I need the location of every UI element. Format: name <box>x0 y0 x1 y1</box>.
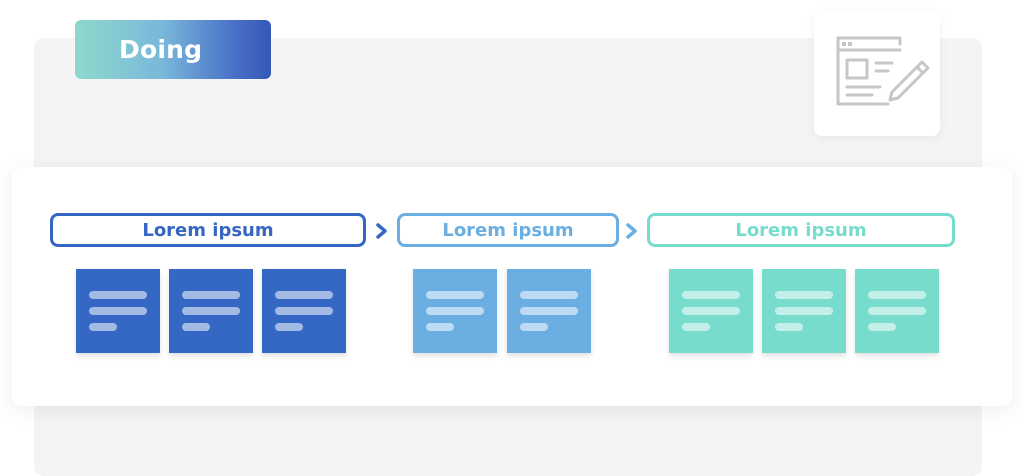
text-line <box>682 291 740 299</box>
text-line <box>520 291 578 299</box>
stage-label-2: Lorem ipsum <box>397 213 619 247</box>
chevron-right-icon <box>626 223 637 239</box>
task-card <box>262 269 346 353</box>
text-line <box>275 323 303 331</box>
text-line <box>89 291 147 299</box>
doing-badge-label: Doing <box>119 35 203 64</box>
stage-label-2-text: Lorem ipsum <box>442 219 574 241</box>
text-line <box>426 307 484 315</box>
task-card <box>76 269 160 353</box>
stage-label-1: Lorem ipsum <box>50 213 366 247</box>
doing-badge: Doing <box>75 20 271 79</box>
task-card <box>855 269 939 353</box>
edit-document-icon <box>836 36 930 106</box>
chevron-right-icon <box>376 223 387 239</box>
task-card <box>413 269 497 353</box>
text-line <box>775 323 803 331</box>
task-card <box>507 269 591 353</box>
stage-label-3-text: Lorem ipsum <box>735 219 867 241</box>
text-line <box>868 307 926 315</box>
text-line <box>520 323 548 331</box>
stage-label-3: Lorem ipsum <box>647 213 955 247</box>
text-line <box>182 291 240 299</box>
text-line <box>775 291 833 299</box>
text-line <box>868 323 896 331</box>
text-line <box>426 323 454 331</box>
text-line <box>275 307 333 315</box>
text-line <box>682 323 710 331</box>
text-line <box>89 323 117 331</box>
text-line <box>775 307 833 315</box>
task-card <box>669 269 753 353</box>
text-line <box>426 291 484 299</box>
document-card <box>814 12 940 136</box>
text-line <box>868 291 926 299</box>
text-line <box>182 323 210 331</box>
task-card <box>762 269 846 353</box>
text-line <box>89 307 147 315</box>
text-line <box>520 307 578 315</box>
text-line <box>275 291 333 299</box>
task-card <box>169 269 253 353</box>
text-line <box>182 307 240 315</box>
stage-label-1-text: Lorem ipsum <box>142 219 274 241</box>
text-line <box>682 307 740 315</box>
